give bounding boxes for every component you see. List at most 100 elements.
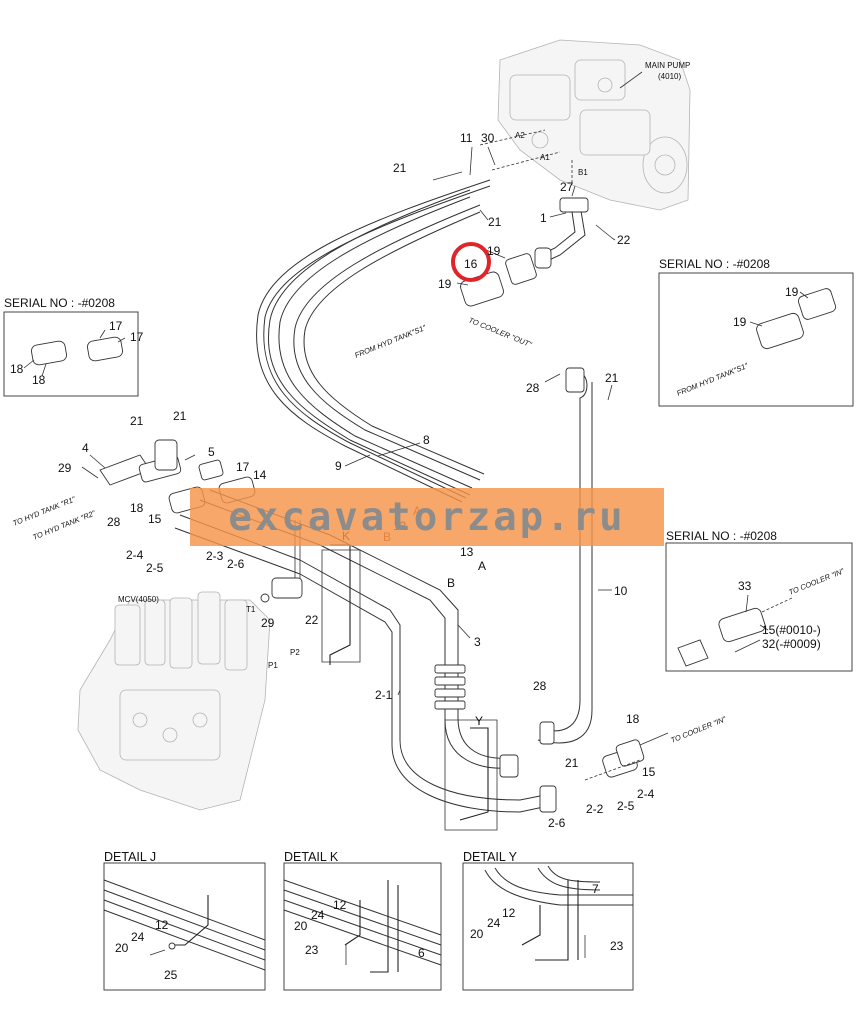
main-pump-drawing [497,39,691,211]
port-p1-label: P1 [268,661,278,670]
serial-right-top-part-19-a: 19 [785,285,799,299]
port-p2-label: P2 [290,648,300,657]
main-pump-title: MAIN PUMP [645,61,690,70]
callout-2-4-a: 2-4 [126,548,144,562]
serial-right-top-note: FROM HYD TANK"S1" [675,361,749,398]
detail-y-part-7: 7 [592,882,599,896]
leader-lines [81,146,616,696]
callout-21-d: 21 [130,414,144,428]
callout-22-a: 22 [617,233,631,247]
callout-2-6-b: 2-6 [548,816,566,830]
port-b1-label: B1 [578,168,588,177]
callout-21-b: 21 [488,215,502,229]
detail-j-part-24: 24 [131,930,145,944]
serial-left-part-17-b: 17 [130,330,144,344]
callout-28-c: 28 [533,679,547,693]
detail-k-part-23: 23 [305,943,319,957]
serial-right-mid-part-32: 32(-#0009) [762,637,821,651]
detail-y-part-20: 20 [470,927,484,941]
callout-a-2: A [478,559,486,573]
callout-2-1: 2-1 [375,688,393,702]
serial-box-right-mid: SERIAL NO : -#0208 33 15(#0010-) 32(-#00… [665,529,853,672]
clamp-group [434,664,466,710]
main-pump-code: (4010) [658,72,681,81]
detail-k-part-24: 24 [311,908,325,922]
callout-y: Y [475,714,483,728]
mcv-drawing [77,591,271,811]
callout-19-b: 19 [438,277,452,291]
callout-15-b: 15 [642,765,656,779]
detail-k-part-6: 6 [418,946,425,960]
callout-18-a: 18 [130,501,144,515]
serial-right-mid-part-33: 33 [738,579,752,593]
serial-box-right-top: SERIAL NO : -#0208 19 19 FROM HYD TANK"S… [658,257,854,407]
callout-21-a: 21 [393,161,407,175]
detail-k: DETAIL K 12 24 20 23 6 [283,850,442,991]
detail-k-part-20: 20 [294,919,308,933]
callout-2-2: 2-2 [586,802,604,816]
callout-29-b: 29 [261,616,275,630]
callout-21-e: 21 [173,409,187,423]
mcv-label: MCV(4050) [118,595,159,604]
serial-left-part-17-a: 17 [109,319,123,333]
detail-j-part-12: 12 [155,918,169,932]
callout-4: 4 [82,441,89,455]
suction-pipe-1 [460,197,613,307]
callout-28-b: 28 [107,515,121,529]
detail-j-part-25: 25 [164,968,178,982]
callout-13-b: 13 [460,545,474,559]
detail-j: DETAIL J 12 24 20 25 [103,850,266,991]
callout-14: 14 [253,468,267,482]
callout-2-4-b: 2-4 [637,787,655,801]
detail-y-part-12: 12 [502,906,516,920]
callout-21-c: 21 [605,371,619,385]
callout-16: 16 [464,257,478,271]
callout-5: 5 [208,445,215,459]
callout-2-5-a: 2-5 [146,561,164,575]
callout-2-6-a: 2-6 [227,557,245,571]
port-t1-label: T1 [246,605,256,614]
detail-k-title: DETAIL K [284,850,339,864]
detail-j-part-20: 20 [115,941,129,955]
cooler-pipe-10 [537,367,593,745]
detail-y-part-24: 24 [487,916,501,930]
watermark-text: excavatorzap.ru [228,494,626,540]
callout-27: 27 [560,180,574,194]
note-from-hyd-tank-s1: FROM HYD TANK"S1" [353,323,427,360]
callout-10: 10 [614,584,628,598]
serial-right-mid-note: TO COOLER "IN" [787,566,845,597]
callout-15-a: 15 [148,512,162,526]
serial-right-mid-title: SERIAL NO : -#0208 [666,529,777,543]
bracket-y [444,719,498,831]
detail-y-part-23: 23 [610,939,624,953]
callout-2-3: 2-3 [206,549,224,563]
callout-8: 8 [423,433,430,447]
serial-left-title: SERIAL NO : -#0208 [4,296,115,310]
callout-b-2: B [447,576,455,590]
watermark-banner: excavatorzap.ru [190,488,664,546]
callout-3: 3 [474,635,481,649]
lower-pipes [299,534,557,813]
serial-right-top-title: SERIAL NO : -#0208 [659,257,770,271]
serial-right-top-part-19-b: 19 [733,315,747,329]
flange-mcv [271,577,303,599]
highlight-ring [451,242,491,282]
serial-left-part-18-a: 18 [10,362,24,376]
detail-k-part-12: 12 [333,898,347,912]
callout-11: 11 [460,131,473,145]
serial-left-part-18-b: 18 [32,373,46,387]
note-to-cooler-in: TO COOLER "IN" [669,714,727,745]
callout-29-a: 29 [58,461,72,475]
callout-18-b: 18 [626,712,640,726]
serial-box-left: SERIAL NO : -#0208 17 17 18 18 [3,296,144,397]
callout-28-a: 28 [526,381,540,395]
callout-21-f: 21 [565,756,579,770]
port-a1-label: A1 [540,153,550,162]
callout-1: 1 [540,211,547,225]
detail-j-title: DETAIL J [104,850,156,864]
callout-30: 30 [481,131,495,145]
hoses-8-9 [256,179,491,503]
detail-y: DETAIL Y 7 12 24 20 23 [462,850,634,991]
detail-y-title: DETAIL Y [463,850,518,864]
